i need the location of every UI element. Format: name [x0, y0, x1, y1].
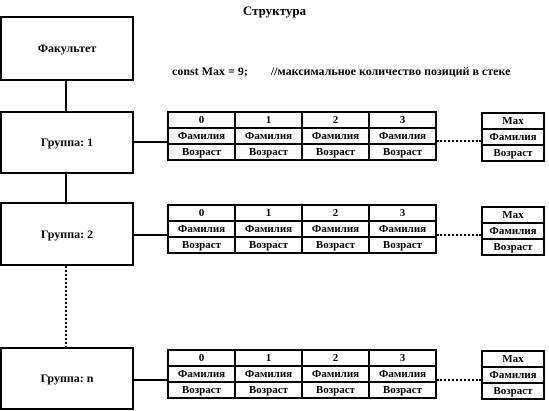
group-2-max-column: Max Фамилия Возраст — [481, 206, 545, 256]
max-constant-comment: //максимальное количество позиций в стек… — [270, 64, 511, 78]
age-cell: Возраст — [481, 382, 545, 400]
max-index-cell: Max — [481, 112, 545, 130]
index-cell: 0 — [167, 204, 236, 222]
group-2-connector — [133, 234, 167, 236]
group-1-connector — [133, 141, 167, 143]
index-cell: 1 — [234, 111, 303, 129]
group-n-label: Группа: n — [40, 371, 94, 385]
index-cell: 3 — [368, 111, 437, 129]
group-n-ellipsis-dots — [437, 379, 481, 381]
index-cell: 3 — [368, 204, 437, 222]
surname-cell: Фамилия — [481, 128, 545, 146]
table-row: Фамилия Фамилия Фамилия Фамилия — [167, 127, 437, 145]
table-row: Возраст Возраст Возраст Возраст — [167, 236, 437, 254]
group-2-box: Группа: 2 — [0, 202, 134, 266]
index-cell: 3 — [368, 349, 437, 367]
group-1-max-column: Max Фамилия Возраст — [481, 112, 545, 162]
table-row: 0 1 2 3 — [167, 349, 437, 367]
index-cell: 2 — [301, 349, 370, 367]
code-line: const Max = 9; //максимальное количество… — [172, 64, 510, 79]
table-row: 0 1 2 3 — [167, 204, 437, 222]
max-constant-declaration: const Max = 9; — [172, 64, 248, 78]
group-1-label: Группа: 1 — [40, 135, 94, 149]
index-cell: 1 — [234, 204, 303, 222]
surname-cell: Фамилия — [368, 127, 437, 145]
max-index-cell: Max — [481, 350, 545, 368]
group-2-stack-table: 0 1 2 3 Фамилия Фамилия Фамилия Фамилия … — [167, 204, 437, 254]
age-cell: Возраст — [368, 143, 437, 161]
table-row: Возраст Возраст Возраст Возраст — [167, 381, 437, 399]
age-cell: Возраст — [234, 236, 303, 254]
surname-cell: Фамилия — [234, 220, 303, 238]
surname-cell: Фамилия — [481, 222, 545, 240]
table-row: Фамилия — [481, 366, 545, 384]
table-row: Возраст — [481, 144, 545, 162]
index-cell: 1 — [234, 349, 303, 367]
table-row: Возраст — [481, 238, 545, 256]
group-n-stack-table: 0 1 2 3 Фамилия Фамилия Фамилия Фамилия … — [167, 349, 437, 399]
age-cell: Возраст — [301, 381, 370, 399]
group-1-stack-table: 0 1 2 3 Фамилия Фамилия Фамилия Фамилия … — [167, 111, 437, 161]
faculty-label: Факультет — [37, 41, 97, 55]
age-cell: Возраст — [167, 381, 236, 399]
table-row: Max — [481, 350, 545, 368]
age-cell: Возраст — [234, 381, 303, 399]
surname-cell: Фамилия — [167, 365, 236, 383]
diagram-title: Структура — [242, 3, 307, 18]
table-row: Max — [481, 206, 545, 224]
group-2-label: Группа: 2 — [40, 226, 94, 241]
surname-cell: Фамилия — [234, 127, 303, 145]
surname-cell: Фамилия — [368, 220, 437, 238]
group-1-box: Группа: 1 — [0, 111, 134, 174]
age-cell: Возраст — [481, 144, 545, 162]
table-row: Фамилия Фамилия Фамилия Фамилия — [167, 220, 437, 238]
surname-cell: Фамилия — [301, 127, 370, 145]
age-cell: Возраст — [301, 236, 370, 254]
surname-cell: Фамилия — [301, 365, 370, 383]
group-1-ellipsis-dots — [437, 140, 481, 142]
group-n-max-column: Max Фамилия Возраст — [481, 350, 545, 400]
faculty-box: Факультет — [0, 16, 134, 81]
index-cell: 0 — [167, 111, 236, 129]
connector-group2-groupn-dotted — [65, 266, 67, 348]
table-row: Max — [481, 112, 545, 130]
surname-cell: Фамилия — [301, 220, 370, 238]
surname-cell: Фамилия — [167, 127, 236, 145]
age-cell: Возраст — [234, 143, 303, 161]
group-n-box: Группа: n — [0, 347, 134, 410]
surname-cell: Фамилия — [481, 366, 545, 384]
surname-cell: Фамилия — [368, 365, 437, 383]
index-cell: 0 — [167, 349, 236, 367]
age-cell: Возраст — [368, 381, 437, 399]
table-row: Фамилия — [481, 222, 545, 240]
age-cell: Возраст — [481, 238, 545, 256]
table-row: Фамилия — [481, 128, 545, 146]
age-cell: Возраст — [368, 236, 437, 254]
surname-cell: Фамилия — [167, 220, 236, 238]
max-index-cell: Max — [481, 206, 545, 224]
age-cell: Возраст — [167, 236, 236, 254]
table-row: 0 1 2 3 — [167, 111, 437, 129]
age-cell: Возраст — [167, 143, 236, 161]
connector-faculty-group1 — [65, 79, 67, 113]
surname-cell: Фамилия — [234, 365, 303, 383]
index-cell: 2 — [301, 111, 370, 129]
index-cell: 2 — [301, 204, 370, 222]
group-2-ellipsis-dots — [437, 234, 481, 236]
age-cell: Возраст — [301, 143, 370, 161]
table-row: Возраст — [481, 382, 545, 400]
table-row: Фамилия Фамилия Фамилия Фамилия — [167, 365, 437, 383]
table-row: Возраст Возраст Возраст Возраст — [167, 143, 437, 161]
connector-group1-group2 — [65, 172, 67, 203]
group-n-connector — [133, 379, 167, 381]
